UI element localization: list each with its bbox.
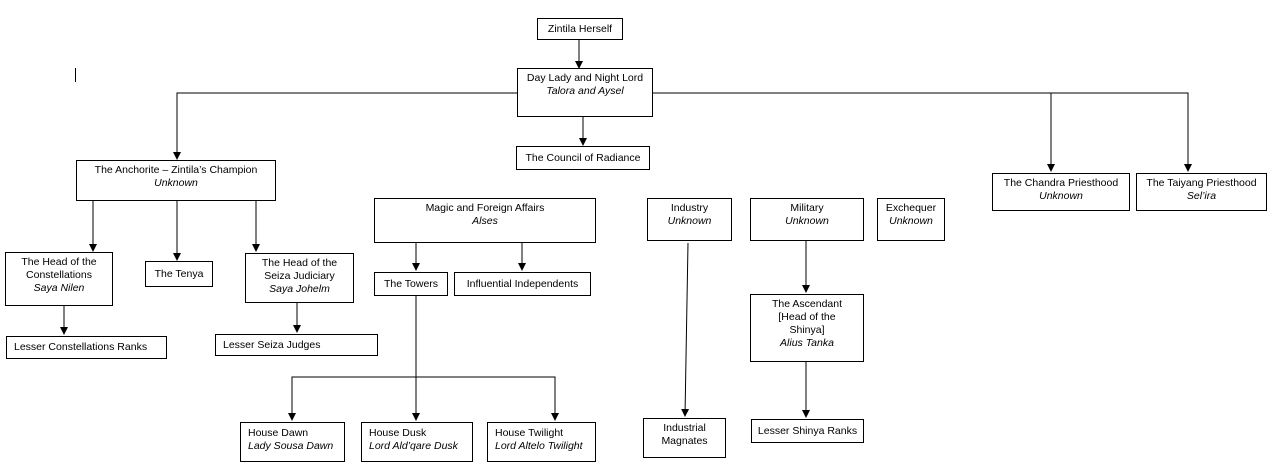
node-label: House Dawn [248, 427, 309, 439]
node-label: House Dusk [369, 427, 427, 439]
node-holder: Alses [472, 215, 498, 227]
node-industry: Industry Unknown [647, 198, 732, 241]
node-label: Day Lady and Night Lord [526, 72, 644, 84]
node-label: Magic and Foreign Affairs [425, 202, 545, 214]
node-label: The Chandra Priesthood [1003, 177, 1119, 189]
node-label: Military [790, 202, 824, 214]
node-label: [Head of the [778, 311, 836, 323]
node-label: Industry [670, 202, 709, 214]
node-exchequer: Exchequer Unknown [877, 198, 945, 241]
node-label: The Head of the [261, 257, 338, 269]
node-label: Influential Independents [466, 277, 579, 290]
node-label: Constellations [26, 269, 92, 281]
node-taiyang: The Taiyang Priesthood Sel’ira [1136, 173, 1267, 211]
node-holder: Lord Ald’qare Dusk [369, 440, 458, 452]
node-anchorite: The Anchorite – Zintila’s Champion Unkno… [76, 160, 276, 201]
node-holder: Lord Altelo Twilight [495, 440, 583, 452]
node-holder: Unknown [889, 215, 933, 227]
node-label: Magnates [661, 435, 708, 447]
node-holder: Talora and Aysel [546, 85, 624, 97]
node-holder: Saya Nilen [33, 282, 85, 294]
node-holder: Unknown [154, 177, 198, 189]
node-label: Zintila Herself [547, 22, 613, 35]
node-label: Lesser Shinya Ranks [757, 424, 858, 437]
node-military: Military Unknown [750, 198, 864, 241]
node-label: The Anchorite – Zintila’s Champion [94, 164, 258, 176]
node-label: The Tenya [154, 267, 204, 280]
node-lesser-shinya: Lesser Shinya Ranks [751, 419, 864, 443]
node-holder: Unknown [785, 215, 829, 227]
node-house-twilight: House Twilight Lord Altelo Twilight [487, 422, 596, 462]
node-magnates: Industrial Magnates [643, 418, 726, 458]
node-label: The Taiyang Priesthood [1146, 177, 1257, 189]
node-label: The Council of Radiance [525, 151, 641, 164]
node-towers: The Towers [374, 272, 448, 296]
node-holder: Saya Johelm [269, 283, 330, 295]
node-label: Industrial [663, 422, 706, 434]
node-house-dusk: House Dusk Lord Ald’qare Dusk [361, 422, 473, 462]
node-council: The Council of Radiance [516, 146, 650, 170]
node-label: House Twilight [495, 427, 564, 439]
node-chandra: The Chandra Priesthood Unknown [992, 173, 1130, 211]
node-independents: Influential Independents [454, 272, 591, 296]
node-ascendant: The Ascendant [Head of the Shinya] Alius… [750, 294, 864, 362]
text-cursor [75, 68, 76, 82]
node-seiza-head: The Head of the Seiza Judiciary Saya Joh… [245, 253, 354, 303]
node-lesser-seiza: Lesser Seiza Judges [215, 334, 378, 356]
node-label: The Towers [383, 277, 439, 290]
node-zintila: Zintila Herself [537, 18, 623, 40]
node-tenya: The Tenya [145, 261, 213, 287]
node-holder: Sel’ira [1186, 190, 1217, 202]
node-label: Shinya] [789, 324, 825, 336]
node-label: Seiza Judiciary [264, 270, 335, 282]
node-holder: Unknown [1039, 190, 1083, 202]
node-label: Lesser Seiza Judges [223, 338, 321, 351]
node-holder: Unknown [667, 215, 712, 227]
node-label: Lesser Constellations Ranks [14, 341, 148, 353]
node-house-dawn: House Dawn Lady Sousa Dawn [240, 422, 345, 462]
node-holder: Lady Sousa Dawn [248, 440, 334, 452]
node-lesser-constellations: Lesser Constellations Ranks [6, 336, 167, 359]
node-label: The Ascendant [771, 298, 843, 310]
node-holder: Alius Tanka [780, 337, 834, 349]
node-label: The Head of the [21, 256, 97, 268]
node-day-night: Day Lady and Night Lord Talora and Aysel [517, 68, 653, 117]
node-constellations-head: The Head of the Constellations Saya Nile… [5, 252, 113, 306]
node-magic: Magic and Foreign Affairs Alses [374, 198, 596, 243]
node-label: Exchequer [885, 202, 937, 214]
